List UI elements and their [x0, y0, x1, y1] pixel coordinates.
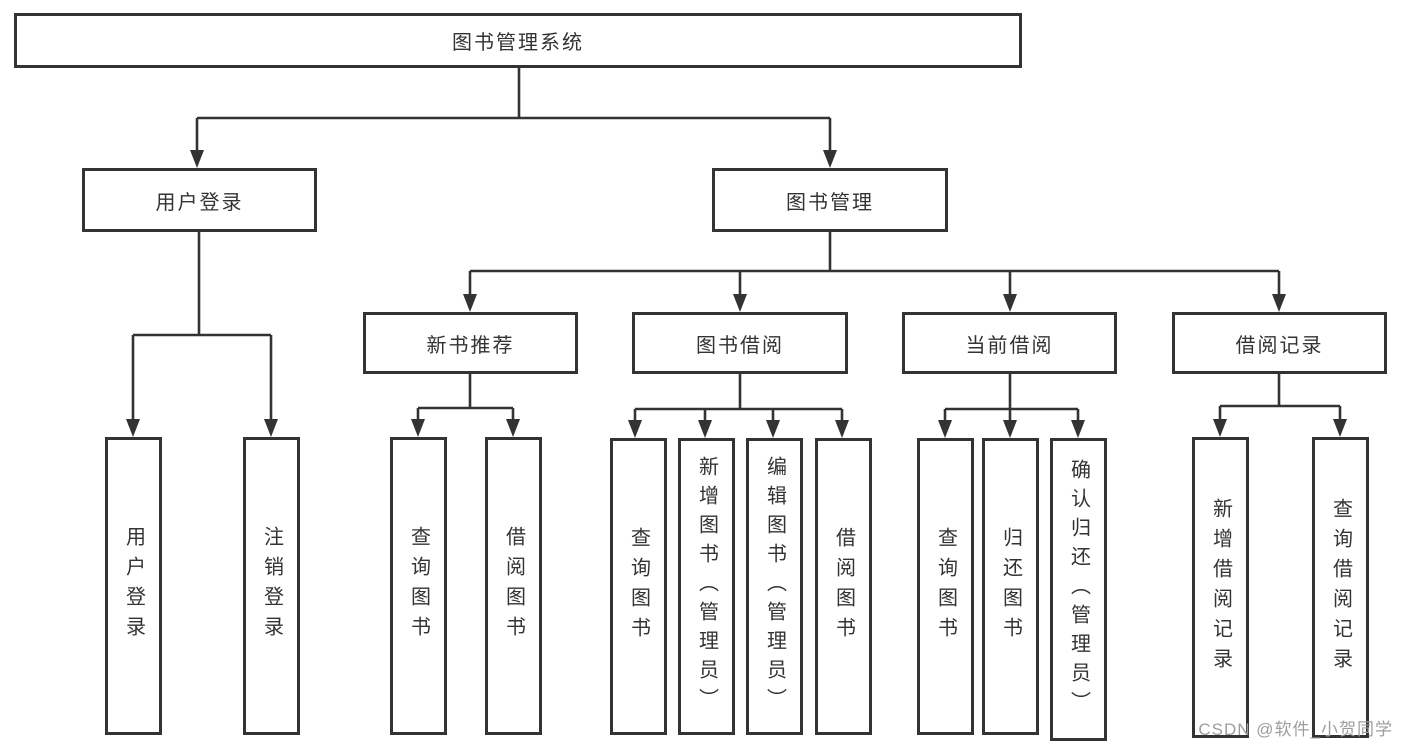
leaf-nbr-borrow-books: 借阅图书	[485, 437, 542, 735]
node-book-management: 图书管理	[712, 168, 948, 232]
node-user-login: 用户登录	[82, 168, 317, 232]
leaf-logout: 注销登录	[243, 437, 300, 735]
leaf-cb-query-books: 查询图书	[917, 438, 974, 735]
leaf-cb-return-books: 归还图书	[982, 438, 1039, 735]
node-borrowing-records: 借阅记录	[1172, 312, 1387, 374]
leaf-nbr-query-books: 查询图书	[390, 437, 447, 735]
node-book-borrowing: 图书借阅	[632, 312, 848, 374]
leaf-bb-query-books: 查询图书	[610, 438, 667, 735]
leaf-bb-add-books-admin: 新增图书（管理员）	[678, 438, 735, 735]
leaf-cb-confirm-return-admin: 确认归还（管理员）	[1050, 438, 1107, 741]
leaf-bb-edit-books-admin: 编辑图书（管理员）	[746, 438, 803, 735]
csdn-watermark: CSDN @软件_小贺同学	[1198, 720, 1393, 739]
node-current-borrowing: 当前借阅	[902, 312, 1117, 374]
leaf-br-add-record: 新增借阅记录	[1192, 437, 1249, 738]
leaf-br-query-record: 查询借阅记录	[1312, 437, 1369, 738]
node-new-book-recommendation: 新书推荐	[363, 312, 578, 374]
leaf-user-login: 用户登录	[105, 437, 162, 735]
node-library-management-system: 图书管理系统	[14, 13, 1022, 68]
leaf-bb-borrow-books: 借阅图书	[815, 438, 872, 735]
